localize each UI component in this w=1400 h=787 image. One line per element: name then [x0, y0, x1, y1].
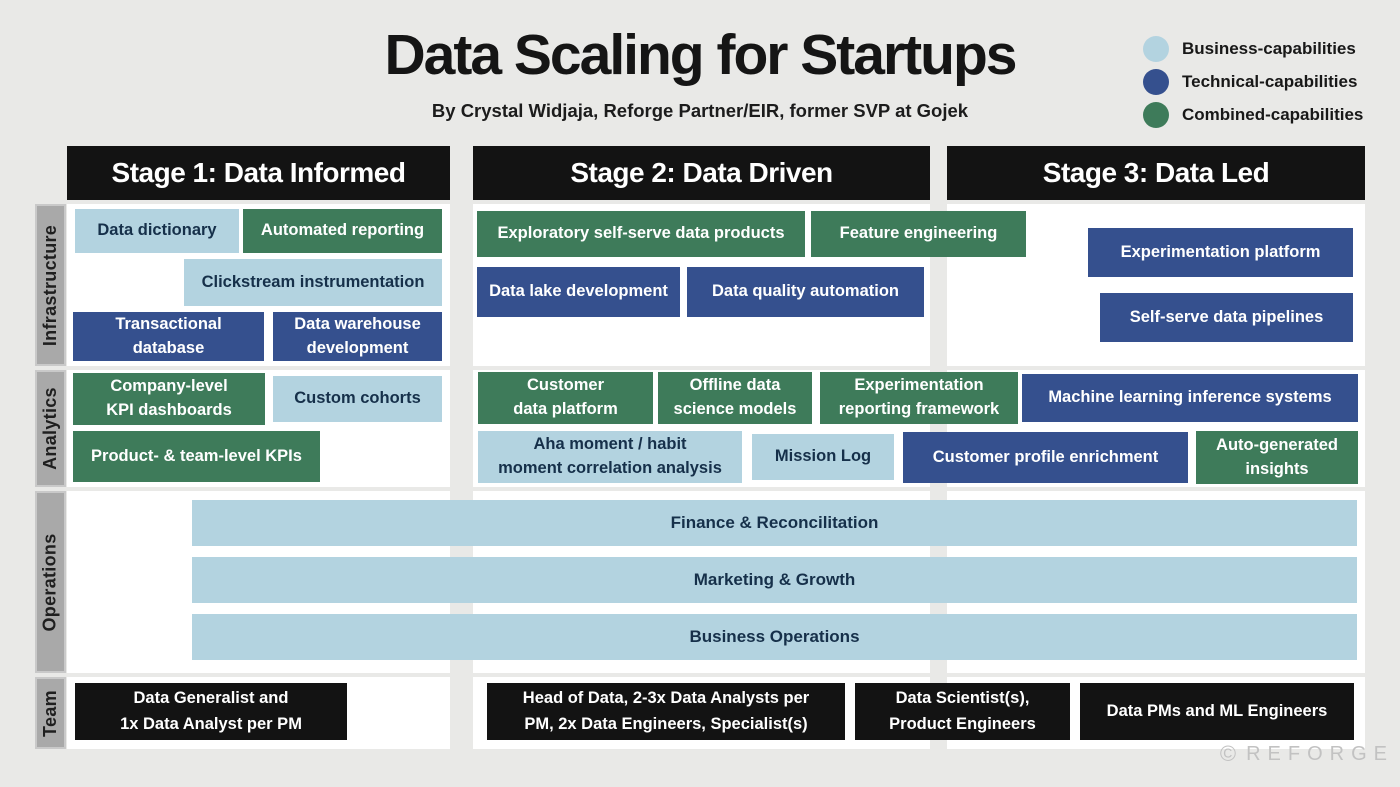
capability-label: Product- & team-level KPIs — [91, 446, 302, 465]
legend-label-combined: Combined-capabilities — [1182, 105, 1364, 124]
team-label-line: 1x Data Analyst per PM — [120, 714, 302, 733]
capability-label-line: insights — [1245, 459, 1309, 478]
stage-header-3: Stage 3: Data Led — [947, 146, 1365, 200]
copyright-icon: © — [1219, 741, 1237, 766]
team-box-stage1: Data Generalist and 1x Data Analyst per … — [75, 683, 347, 740]
capability-box-customer-profile-enrichment: Customer profile enrichment — [903, 432, 1188, 483]
legend-label-business: Business-capabilities — [1182, 39, 1356, 58]
capability-label: Experimentation platform — [1120, 242, 1321, 261]
operations-bar-label: Marketing & Growth — [693, 570, 856, 589]
capability-label: Feature engineering — [839, 224, 998, 243]
team-label-line: Data Generalist and — [133, 688, 289, 707]
capability-box-mission-log: Mission Log — [752, 434, 894, 480]
capability-label-line: moment correlation analysis — [498, 459, 722, 477]
capability-box-aha-moment-correlation-analysis: Aha moment / habit moment correlation an… — [478, 431, 742, 483]
operations-bar-business-operations: Business Operations — [192, 614, 1357, 660]
team-label-line: Head of Data, 2-3x Data Analysts per — [522, 688, 810, 707]
operations-bar-label: Finance & Reconcilitation — [670, 513, 879, 532]
capability-box-auto-generated-insights: Auto-generated insights — [1196, 431, 1358, 484]
capability-box-experimentation-reporting-framework: Experimentation reporting framework — [820, 372, 1018, 424]
capability-box-data-warehouse-development: Data warehouse development — [273, 312, 442, 361]
capability-label: Data quality automation — [711, 282, 900, 301]
capability-label-line: data platform — [513, 400, 618, 418]
business-capabilities-swatch-icon — [1143, 36, 1169, 62]
stage-header-1-label: Stage 1: Data Informed — [111, 157, 406, 188]
reforge-watermark: © REFORGE — [1220, 741, 1394, 767]
capability-box-offline-data-science-models: Offline data science models — [658, 372, 812, 424]
capability-label-line: Auto-generated — [1216, 435, 1338, 454]
capability-label-line: KPI dashboards — [106, 401, 232, 419]
page-title: Data Scaling for Startups — [384, 23, 1018, 87]
row-label-analytics-text: Analytics — [40, 387, 61, 470]
page-subtitle: By Crystal Widjaja, Reforge Partner/EIR,… — [431, 100, 969, 121]
row-label-operations: Operations — [35, 491, 66, 673]
legend-item-technical: Technical-capabilities — [1143, 69, 1363, 95]
capability-box-product-team-level-kpis: Product- & team-level KPIs — [73, 431, 320, 482]
team-box-data-scientists: Data Scientist(s), Product Engineers — [855, 683, 1070, 740]
reforge-brand-text: REFORGE — [1246, 742, 1394, 765]
capability-box-data-dictionary: Data dictionary — [75, 209, 239, 253]
stage-header-1: Stage 1: Data Informed — [67, 146, 450, 200]
capability-box-custom-cohorts: Custom cohorts — [273, 376, 442, 422]
row-label-operations-text: Operations — [40, 532, 60, 632]
operations-bar-finance: Finance & Reconcilitation — [192, 500, 1357, 546]
technical-capabilities-swatch-icon — [1143, 69, 1169, 95]
capability-label-line: reporting framework — [838, 400, 1000, 418]
legend-label-technical: Technical-capabilities — [1182, 72, 1358, 91]
capability-box-machine-learning-inference-systems: Machine learning inference systems — [1022, 374, 1358, 422]
capability-label: Customer profile enrichment — [932, 447, 1159, 466]
capability-label-line: Experimentation — [854, 376, 984, 395]
capability-label: Mission Log — [774, 447, 872, 466]
row-label-infrastructure-text: Infrastructure — [40, 224, 61, 346]
team-label-line: Product Engineers — [889, 714, 1036, 733]
capability-label: Automated reporting — [260, 221, 425, 240]
capability-box-transactional-database: Transactional database — [73, 312, 264, 361]
legend-item-combined: Combined-capabilities — [1143, 102, 1363, 128]
stage-header-2: Stage 2: Data Driven — [473, 146, 930, 200]
capability-label: Data lake development — [489, 282, 668, 301]
team-label-line: Data PMs and ML Engineers — [1106, 701, 1328, 720]
team-label-line: Data Scientist(s), — [895, 688, 1030, 707]
stage-header-2-label: Stage 2: Data Driven — [570, 157, 833, 188]
capability-label-line: science models — [673, 400, 797, 418]
team-box-stage3: Data PMs and ML Engineers — [1080, 683, 1354, 740]
team-label-line: PM, 2x Data Engineers, Specialist(s) — [524, 714, 808, 733]
operations-bar-marketing: Marketing & Growth — [192, 557, 1357, 603]
capability-box-feature-engineering: Feature engineering — [811, 211, 1026, 257]
capability-label: Data dictionary — [97, 221, 217, 240]
capability-label: Clickstream instrumentation — [201, 272, 425, 291]
team-box-stage2: Head of Data, 2-3x Data Analysts per PM,… — [487, 683, 845, 740]
capability-label: Machine learning inference systems — [1048, 388, 1332, 407]
capability-label: Self-serve data pipelines — [1129, 307, 1324, 326]
capability-label-line: development — [306, 338, 409, 357]
legend: Business-capabilities Technical-capabili… — [1143, 36, 1363, 128]
capability-box-clickstream-instrumentation: Clickstream instrumentation — [184, 259, 442, 306]
capability-label: Custom cohorts — [294, 389, 421, 408]
capability-box-customer-data-platform: Customer data platform — [478, 372, 653, 424]
capability-label: Exploratory self-serve data products — [497, 224, 785, 243]
capability-box-self-serve-data-pipelines: Self-serve data pipelines — [1100, 293, 1353, 342]
row-label-analytics: Analytics — [35, 370, 66, 487]
capability-box-data-quality-automation: Data quality automation — [687, 267, 924, 317]
capability-label-line: Customer — [526, 376, 604, 395]
row-label-team: Team — [35, 677, 66, 749]
capability-box-experimentation-platform: Experimentation platform — [1088, 228, 1353, 277]
capability-label-line: Transactional — [115, 314, 222, 333]
operations-bar-label: Business Operations — [689, 627, 860, 646]
capability-label-line: Aha moment / habit — [533, 435, 687, 454]
stage-header-3-label: Stage 3: Data Led — [1042, 157, 1270, 188]
capability-box-exploratory-self-serve-data-products: Exploratory self-serve data products — [477, 211, 805, 257]
capability-label-line: Offline data — [689, 376, 781, 395]
capability-label-line: database — [132, 338, 205, 357]
row-label-team-text: Team — [40, 689, 61, 737]
combined-capabilities-swatch-icon — [1143, 102, 1169, 128]
legend-item-business: Business-capabilities — [1143, 36, 1363, 62]
capability-label-line: Company-level — [110, 377, 228, 396]
capability-box-company-level-kpi-dashboards: Company-level KPI dashboards — [73, 373, 265, 425]
row-label-infrastructure: Infrastructure — [35, 204, 66, 366]
capability-box-automated-reporting: Automated reporting — [243, 209, 442, 253]
capability-label-line: Data warehouse — [294, 314, 421, 333]
capability-box-data-lake-development: Data lake development — [477, 267, 680, 317]
